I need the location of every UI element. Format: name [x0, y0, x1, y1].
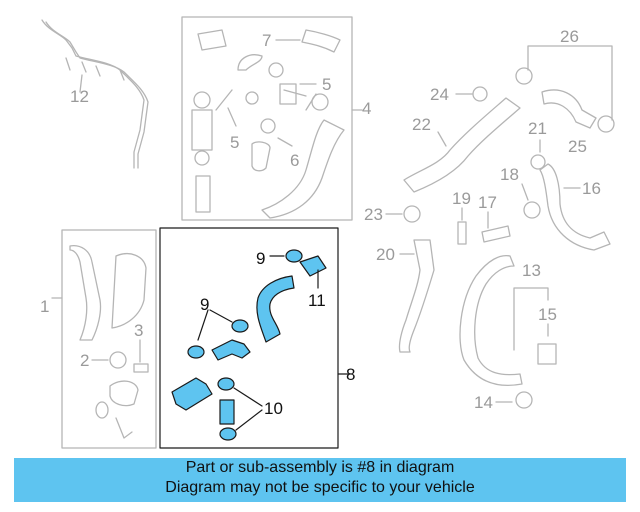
tube-short — [195, 175, 211, 213]
callout-12: 12 — [70, 87, 89, 106]
callout-14: 14 — [474, 393, 493, 412]
clamp-d — [245, 91, 259, 105]
callout-13: 13 — [522, 261, 541, 280]
sensor-3 — [133, 363, 149, 373]
tube-10 — [219, 399, 235, 425]
pipe-12 — [41, 19, 145, 169]
hose-8a — [256, 275, 295, 343]
clamp-e — [260, 118, 276, 134]
hose-22 — [403, 97, 521, 193]
callout-6: 6 — [290, 151, 300, 170]
callout-7: 7 — [262, 31, 272, 50]
valve-body — [191, 109, 213, 151]
callout-2: 2 — [80, 351, 90, 370]
tee-8 — [211, 339, 251, 361]
bracket-26 — [527, 45, 613, 121]
callout-3: 3 — [134, 321, 144, 340]
leaders-box4 — [215, 83, 317, 147]
oring-21 — [530, 154, 546, 170]
clamp-10a — [217, 377, 235, 391]
pipe-12-brackets — [65, 57, 125, 81]
clamp-f — [194, 150, 210, 166]
connector-11 — [299, 255, 327, 277]
callout-19: 19 — [452, 189, 471, 208]
hose-20 — [398, 239, 435, 353]
hose-large — [261, 119, 345, 219]
leader-18 — [521, 183, 529, 201]
hose-25 — [541, 89, 597, 129]
elbow-7a — [237, 54, 263, 71]
callout-17: 17 — [478, 193, 497, 212]
pipe-12-edge — [45, 21, 149, 169]
clamp-18 — [523, 201, 541, 219]
clamp-9c — [187, 345, 205, 359]
clamp-b — [193, 91, 211, 109]
clamp-a — [268, 62, 284, 78]
part-17 — [481, 225, 511, 243]
hose-6 — [251, 141, 271, 172]
hose-8b — [171, 377, 213, 411]
pipe-16 — [539, 163, 611, 251]
hose-13 — [459, 254, 523, 386]
clamp-9a — [285, 249, 303, 263]
clip-1 — [115, 417, 133, 439]
callout-15: 15 — [538, 305, 557, 324]
housing-1 — [69, 244, 102, 341]
callout-21: 21 — [528, 119, 547, 138]
callout-9b: 9 — [200, 295, 210, 314]
fitting-1 — [109, 380, 139, 407]
callout-11: 11 — [308, 291, 326, 310]
clamp-14 — [515, 391, 533, 409]
clamp-c — [311, 93, 329, 111]
info-banner: Part or sub-assembly is #8 in diagram Di… — [14, 458, 626, 502]
clamp-2 — [109, 351, 127, 369]
callout-5a: 5 — [230, 133, 240, 152]
callout-22: 22 — [412, 115, 431, 134]
clamp-10b — [219, 427, 237, 441]
elbow-7b — [301, 29, 341, 53]
leader-12 — [79, 74, 83, 93]
clamp-24 — [472, 86, 488, 102]
group-box-1 — [61, 229, 157, 449]
thermostat-housing — [111, 253, 147, 329]
banner-line-1: Part or sub-assembly is #8 in diagram — [185, 459, 455, 476]
bracket-15 — [537, 343, 557, 365]
clamp-23 — [403, 205, 421, 223]
callout-20: 20 — [376, 245, 395, 264]
callout-5b: 5 — [322, 75, 332, 94]
callout-25: 25 — [568, 137, 587, 156]
group-box-8 — [159, 227, 339, 449]
part-19 — [457, 221, 467, 245]
oring-1 — [95, 401, 109, 419]
leaders-group8 — [197, 255, 319, 431]
leader-22 — [437, 131, 447, 147]
connector-tee — [279, 83, 307, 105]
callout-18: 18 — [500, 165, 519, 184]
callout-16: 16 — [582, 179, 601, 198]
callout-23: 23 — [364, 205, 383, 224]
clamp-26a — [515, 67, 533, 85]
clamp-26b — [597, 115, 615, 133]
bracket-13 — [513, 287, 549, 351]
callout-10: 10 — [264, 399, 283, 418]
banner-line-2: Diagram may not be specific to your vehi… — [165, 479, 475, 496]
part-card — [197, 29, 227, 51]
callout-1: 1 — [40, 297, 50, 316]
callout-4: 4 — [362, 99, 372, 118]
callout-9a: 9 — [256, 249, 266, 268]
group-box-4 — [181, 16, 353, 221]
leaders-box1 — [91, 339, 141, 363]
callout-8: 8 — [346, 365, 356, 384]
clamp-9b — [231, 319, 249, 333]
callout-26: 26 — [560, 27, 579, 46]
callout-24: 24 — [430, 85, 449, 104]
